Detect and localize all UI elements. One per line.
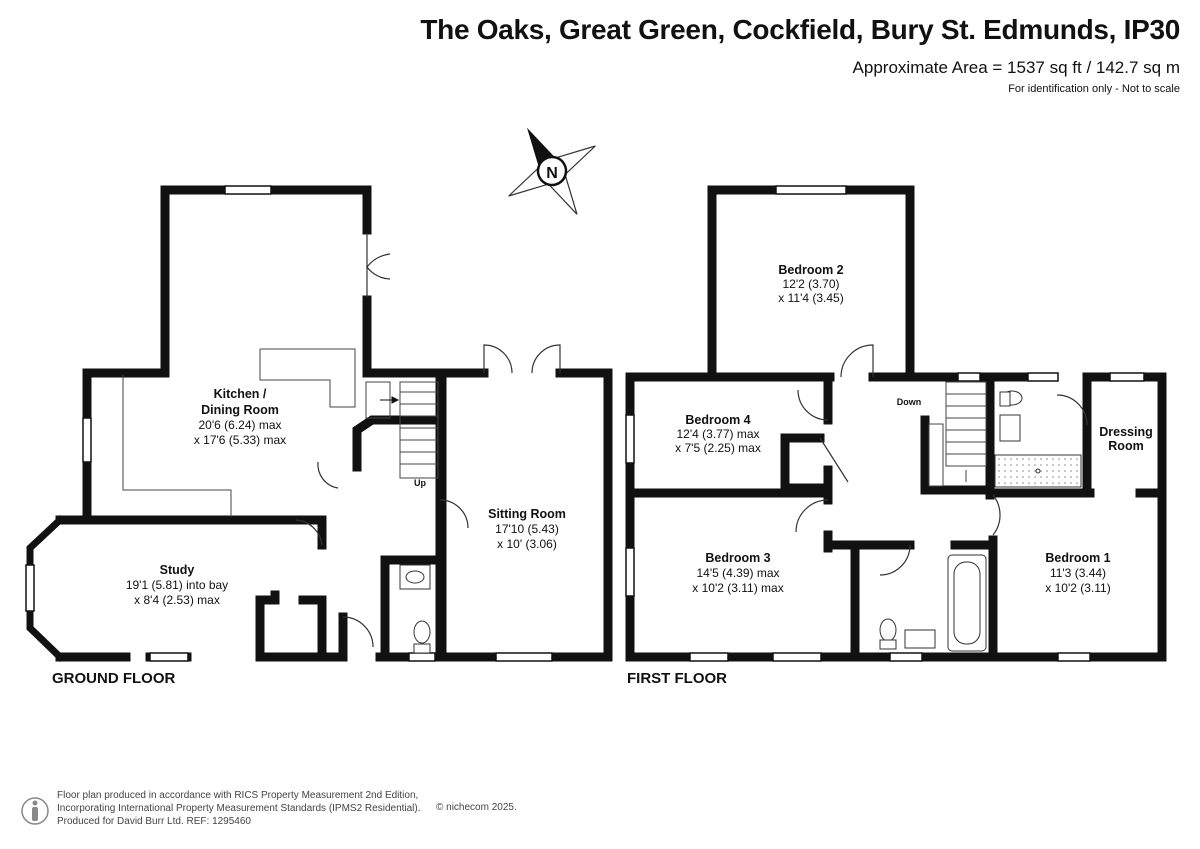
svg-text:12'2 (3.70): 12'2 (3.70) <box>783 277 840 291</box>
footer-notes: Floor plan produced in accordance with R… <box>57 789 421 828</box>
stairs-up-label: Up <box>414 478 426 488</box>
svg-text:Bedroom 1: Bedroom 1 <box>1045 551 1110 565</box>
first-floor-stairs <box>928 381 987 487</box>
svg-text:x 7'5 (2.25) max: x 7'5 (2.25) max <box>675 441 761 455</box>
svg-text:Dining Room: Dining Room <box>201 403 279 417</box>
compass-icon <box>508 127 596 215</box>
svg-text:17'10 (5.43): 17'10 (5.43) <box>495 522 559 536</box>
first-floor-walls <box>625 185 1167 662</box>
ground-floor-stairs <box>365 381 439 479</box>
svg-text:20'6 (6.24) max: 20'6 (6.24) max <box>199 418 282 432</box>
footer-line-1: Floor plan produced in accordance with R… <box>57 790 419 801</box>
sitting-room-label: Sitting Room 17'10 (5.43) x 10' (3.06) <box>488 507 566 551</box>
svg-text:12'4 (3.77) max: 12'4 (3.77) max <box>677 427 760 441</box>
svg-text:Room: Room <box>1108 439 1143 453</box>
ensuite-fixtures <box>994 390 1082 488</box>
kitchen-dining-label: Kitchen / Dining Room 20'6 (6.24) max x … <box>194 387 286 447</box>
svg-text:Dressing: Dressing <box>1099 425 1153 439</box>
bedroom-4-label: Bedroom 4 12'4 (3.77) max x 7'5 (2.25) m… <box>675 413 761 455</box>
svg-text:Bedroom 3: Bedroom 3 <box>705 551 770 565</box>
copyright: © nichecom 2025. <box>436 802 517 813</box>
approximate-area: Approximate Area = 1537 sq ft / 142.7 sq… <box>852 58 1180 77</box>
ground-floor-doors <box>295 233 561 648</box>
svg-text:14'5 (4.39) max: 14'5 (4.39) max <box>697 566 780 580</box>
study-label: Study 19'1 (5.81) into bay x 8'4 (2.53) … <box>126 563 228 607</box>
ground-floor-walls <box>26 185 613 662</box>
bedroom-3-label: Bedroom 3 14'5 (4.39) max x 10'2 (3.11) … <box>692 551 783 595</box>
bedroom-1-label: Bedroom 1 11'3 (3.44) x 10'2 (3.11) <box>1045 551 1110 595</box>
footer-line-2: Incorporating International Property Mea… <box>57 803 421 814</box>
first-floor-windows <box>625 185 1145 662</box>
person-icon <box>21 797 49 825</box>
first-floor-doors <box>795 344 1088 576</box>
dressing-room-label: Dressing Room <box>1099 425 1153 453</box>
bathroom-fixtures <box>879 554 987 652</box>
stairs-down-label: Down <box>897 397 922 407</box>
wc-fixtures <box>399 564 431 654</box>
arrow-icon <box>380 396 400 404</box>
svg-text:11'3 (3.44): 11'3 (3.44) <box>1050 566 1106 580</box>
svg-text:Bedroom 4: Bedroom 4 <box>685 413 750 427</box>
kitchen-units <box>122 348 356 517</box>
ground-floor-windows <box>25 185 553 662</box>
identification-note: For identification only - Not to scale <box>1008 83 1180 95</box>
svg-text:x 10'2 (3.11) max: x 10'2 (3.11) max <box>692 581 783 595</box>
footer-line-3: Produced for David Burr Ltd. REF: 129546… <box>57 816 251 827</box>
svg-text:x 8'4 (2.53) max: x 8'4 (2.53) max <box>134 593 220 607</box>
svg-text:Kitchen /: Kitchen / <box>214 387 267 401</box>
svg-text:Bedroom 2: Bedroom 2 <box>778 263 843 277</box>
first-floor-label: FIRST FLOOR <box>627 670 727 687</box>
ground-floor-label: GROUND FLOOR <box>52 670 175 687</box>
svg-text:Study: Study <box>160 563 195 577</box>
svg-text:x 10' (3.06): x 10' (3.06) <box>497 537 557 551</box>
svg-text:19'1 (5.81) into bay: 19'1 (5.81) into bay <box>126 578 228 592</box>
property-title: The Oaks, Great Green, Cockfield, Bury S… <box>420 14 1180 45</box>
svg-text:x 10'2 (3.11): x 10'2 (3.11) <box>1045 581 1110 595</box>
svg-text:Sitting Room: Sitting Room <box>488 507 566 521</box>
bedroom-2-label: Bedroom 2 12'2 (3.70) x 11'4 (3.45) <box>778 263 843 305</box>
svg-text:x 17'6 (5.33) max: x 17'6 (5.33) max <box>194 433 286 447</box>
svg-text:x 11'4 (3.45): x 11'4 (3.45) <box>778 291 843 305</box>
compass-letter: N <box>546 165 558 182</box>
